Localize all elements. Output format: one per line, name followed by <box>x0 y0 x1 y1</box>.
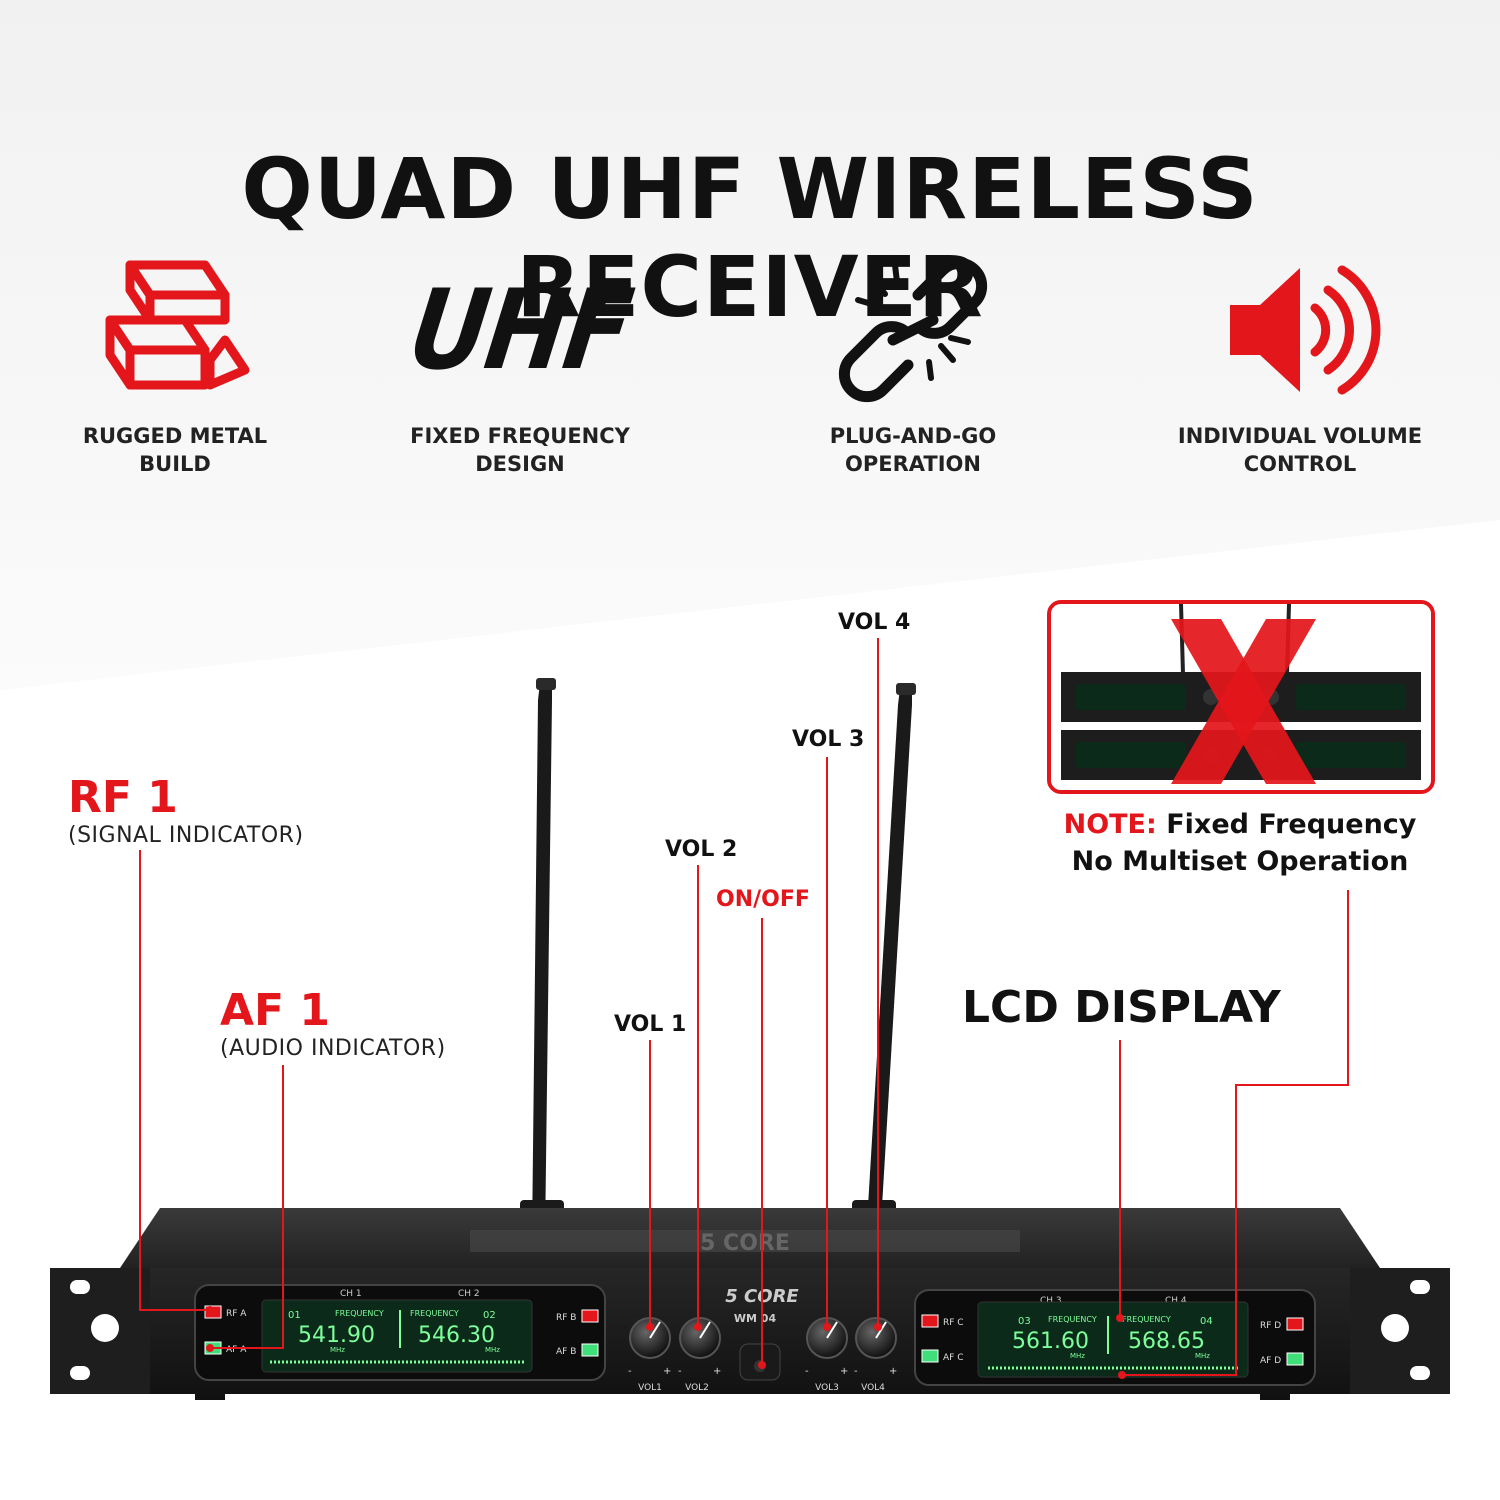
ch1-label: CH 1 <box>340 1289 362 1299</box>
ch4-label: CH 4 <box>1165 1296 1187 1306</box>
vol4-label: VOL 4 <box>838 610 911 635</box>
vol2-knob[interactable]: - + VOL2 <box>678 1317 721 1393</box>
metal-bars-icon <box>105 260 250 390</box>
fixed-frequency-note: NOTE: Fixed Frequency No Multiset Operat… <box>1040 806 1440 880</box>
svg-text:AF A: AF A <box>226 1345 247 1355</box>
lcd-freq-label: FREQUENCY <box>1048 1315 1097 1324</box>
af1-callout: AF 1 (AUDIO INDICATOR) <box>220 985 446 1061</box>
lcd-freq-ch1: 541.90 <box>298 1323 375 1348</box>
top-brand: 5 CORE <box>700 1231 790 1256</box>
lcd-freq-label: FREQUENCY <box>1122 1315 1171 1324</box>
feature-label: INDIVIDUAL VOLUME CONTROL <box>1177 424 1423 476</box>
svg-text:MHz: MHz <box>485 1346 500 1354</box>
stacked-receivers-image <box>1051 604 1431 790</box>
rf1-title: RF 1 <box>68 772 178 823</box>
af-b-led <box>581 1343 599 1357</box>
feature-fixed-frequency: UHF FIXED FREQUENCY DESIGN <box>355 250 685 478</box>
rack-ear-right <box>1340 1268 1450 1394</box>
antenna-right <box>852 683 916 1240</box>
speaker-volume-icon <box>1230 265 1381 395</box>
svg-text:VOL4: VOL4 <box>861 1383 885 1393</box>
lcd-display-label: LCD DISPLAY <box>962 982 1281 1033</box>
vol1-knob[interactable]: - + VOL1 <box>628 1317 671 1393</box>
feature-label: RUGGED METAL BUILD <box>82 424 268 476</box>
lcd-freq-ch4: 568.65 <box>1128 1329 1205 1354</box>
vol1-label: VOL 1 <box>614 1012 687 1037</box>
vol4-knob[interactable]: - + VOL4 <box>854 1317 897 1393</box>
feature-label: PLUG-AND-GO OPERATION <box>829 424 997 476</box>
svg-text:RF D: RF D <box>1260 1321 1281 1331</box>
onoff-label: ON/OFF <box>716 887 810 912</box>
svg-text:VOL3: VOL3 <box>815 1383 839 1393</box>
rf-b-led <box>581 1309 599 1323</box>
vol3-knob[interactable]: - + VOL3 <box>805 1317 848 1393</box>
svg-text:RF B: RF B <box>556 1313 576 1323</box>
lcd-freq-label: FREQUENCY <box>335 1309 384 1318</box>
note-line2: No Multiset Operation <box>1071 846 1409 877</box>
broken-link-icon <box>838 257 988 403</box>
vol3-label: VOL 3 <box>792 727 865 752</box>
svg-text:+: + <box>663 1366 671 1377</box>
svg-text:AF B: AF B <box>556 1347 576 1357</box>
vol2-label: VOL 2 <box>665 837 738 862</box>
af1-title: AF 1 <box>220 985 331 1036</box>
af-c-led <box>921 1349 939 1363</box>
rf-d-led <box>1286 1317 1304 1331</box>
lcd-num-b: 02 <box>483 1310 496 1321</box>
svg-text:-: - <box>628 1366 632 1377</box>
ch3-label: CH 3 <box>1040 1296 1062 1306</box>
svg-text:VOL1: VOL1 <box>638 1383 662 1393</box>
af1-subtitle: (AUDIO INDICATOR) <box>220 1036 446 1061</box>
rf1-callout: RF 1 (SIGNAL INDICATOR) <box>68 772 304 848</box>
svg-text:AF D: AF D <box>1260 1356 1281 1366</box>
svg-text:-: - <box>854 1366 858 1377</box>
feature-plug-and-go: PLUG-AND-GO OPERATION <box>748 250 1078 478</box>
lcd-freq-ch3: 561.60 <box>1012 1329 1089 1354</box>
ch2-label: CH 2 <box>458 1289 480 1299</box>
svg-text:AF C: AF C <box>943 1353 963 1363</box>
lcd-num-a: 03 <box>1018 1316 1031 1327</box>
svg-text:-: - <box>678 1366 682 1377</box>
multiset-warning-inset <box>1047 600 1435 794</box>
callout-lines <box>139 638 1349 1376</box>
rack-ear-left <box>50 1268 160 1394</box>
rf-c-led <box>921 1314 939 1328</box>
cross-out-icon <box>1171 619 1316 784</box>
note-line1: Fixed Frequency <box>1166 809 1417 840</box>
lcd-num-a: 01 <box>288 1310 301 1321</box>
svg-text:-: - <box>805 1366 809 1377</box>
antenna-left <box>520 678 564 1240</box>
svg-text:RF A: RF A <box>226 1309 247 1319</box>
lcd-num-b: 04 <box>1200 1316 1213 1327</box>
note-key: NOTE: <box>1063 809 1157 840</box>
feature-rugged-metal: RUGGED METAL BUILD <box>10 250 340 478</box>
lcd-freq-ch2: 546.30 <box>418 1323 495 1348</box>
device-model: WM 04 <box>734 1312 777 1325</box>
rf1-subtitle: (SIGNAL INDICATOR) <box>68 823 304 848</box>
lcd-freq-label: FREQUENCY <box>410 1309 459 1318</box>
svg-text:+: + <box>713 1366 721 1377</box>
feature-label: FIXED FREQUENCY DESIGN <box>410 424 630 476</box>
svg-text:+: + <box>840 1366 848 1377</box>
svg-text:MHz: MHz <box>1195 1352 1210 1360</box>
af-d-led <box>1286 1352 1304 1366</box>
svg-text:MHz: MHz <box>330 1346 345 1354</box>
svg-text:VOL2: VOL2 <box>685 1383 709 1393</box>
svg-text:+: + <box>889 1366 897 1377</box>
svg-text:RF C: RF C <box>943 1318 964 1328</box>
svg-text:MHz: MHz <box>1070 1352 1085 1360</box>
feature-volume-control: INDIVIDUAL VOLUME CONTROL <box>1135 250 1465 478</box>
page-title: QUAD UHF WIRELESS RECEIVER <box>241 140 1259 336</box>
